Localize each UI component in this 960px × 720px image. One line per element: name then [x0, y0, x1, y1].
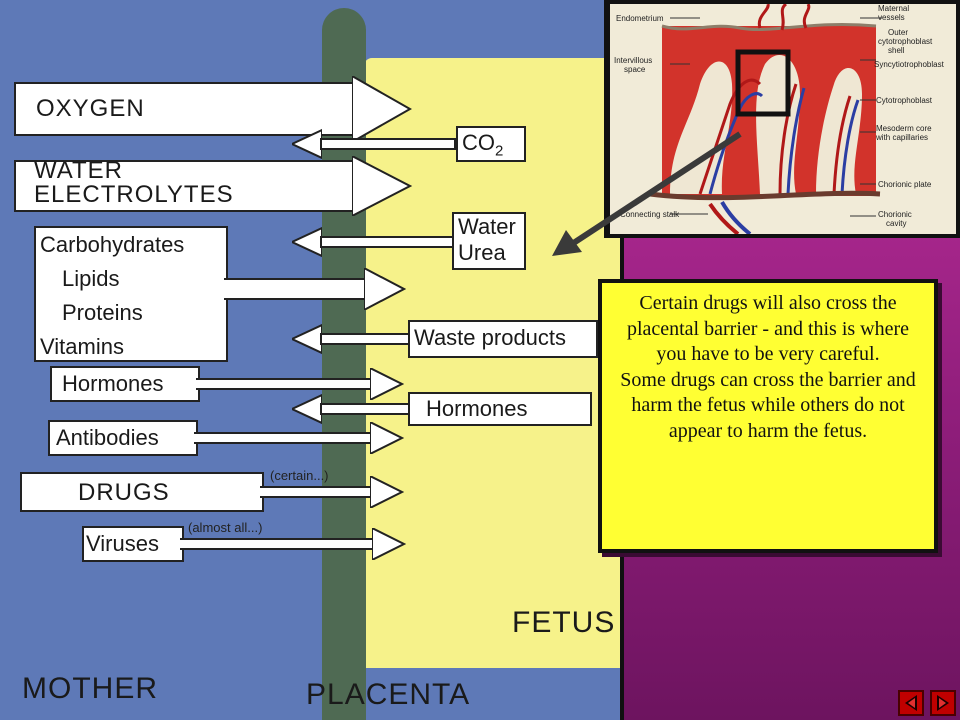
hormones-to-fetus-arrow: Hormones	[50, 366, 406, 402]
mother-zone-label: MOTHER	[22, 672, 158, 705]
drugs-note: (certain...)	[270, 468, 329, 483]
antibodies-arrow: Antibodies	[48, 420, 406, 456]
waste-products-label: Waste products	[414, 325, 567, 350]
label-chorionic-plate: Chorionic plate	[878, 180, 932, 189]
next-slide-icon	[937, 695, 949, 711]
nutrients-label: Carbohydrates Lipids Proteins Vitamins	[40, 232, 185, 359]
co2-label: CO2	[462, 130, 504, 160]
co2-arrow: CO2	[292, 126, 532, 162]
label-syncytiotrophoblast: Syncytiotrophoblast	[874, 60, 944, 69]
water-urea-label: Water Urea	[458, 214, 516, 265]
next-slide-button[interactable]	[930, 690, 956, 716]
hormones-fetal-label: Hormones	[426, 396, 528, 421]
placenta-exchange-diagram: OXYGEN CO2 WATER ELECTROLYTES Water Urea…	[0, 0, 624, 720]
hormones-maternal-label: Hormones	[62, 371, 164, 396]
label-endometrium: Endometrium	[616, 14, 664, 23]
antibodies-label: Antibodies	[56, 425, 159, 450]
viruses-note: (almost all...)	[188, 520, 263, 535]
water-urea-arrow: Water Urea	[292, 212, 538, 270]
label-connecting-stalk: Connecting stalk	[620, 210, 680, 219]
waste-products-arrow: Waste products	[292, 320, 600, 358]
callout-paragraph-2: Some drugs can cross the barrier and har…	[620, 368, 916, 442]
oxygen-arrow: OXYGEN	[14, 76, 412, 142]
previous-slide-icon	[905, 695, 917, 711]
placenta-zone-label: PLACENTA	[306, 678, 471, 711]
drugs-arrow: DRUGS (certain...)	[20, 468, 406, 512]
fetus-zone-label: FETUS	[512, 606, 616, 639]
oxygen-label: OXYGEN	[36, 95, 145, 122]
nutrients-arrow: Carbohydrates Lipids Proteins Vitamins	[34, 226, 408, 362]
label-cytotrophoblast: Cytotrophoblast	[876, 96, 933, 105]
viruses-arrow: Viruses (almost all...)	[82, 520, 406, 562]
hormones-to-mother-arrow: Hormones	[292, 392, 600, 426]
previous-slide-button[interactable]	[898, 690, 924, 716]
viruses-label: Viruses	[86, 531, 159, 556]
callout-paragraph-1: Certain drugs will also cross the placen…	[626, 292, 910, 365]
water-electrolytes-label: WATER ELECTROLYTES	[34, 157, 234, 208]
drugs-label: DRUGS	[78, 479, 170, 506]
callout-note: Certain drugs will also cross the placen…	[598, 279, 938, 553]
water-electrolytes-arrow: WATER ELECTROLYTES	[14, 156, 412, 216]
